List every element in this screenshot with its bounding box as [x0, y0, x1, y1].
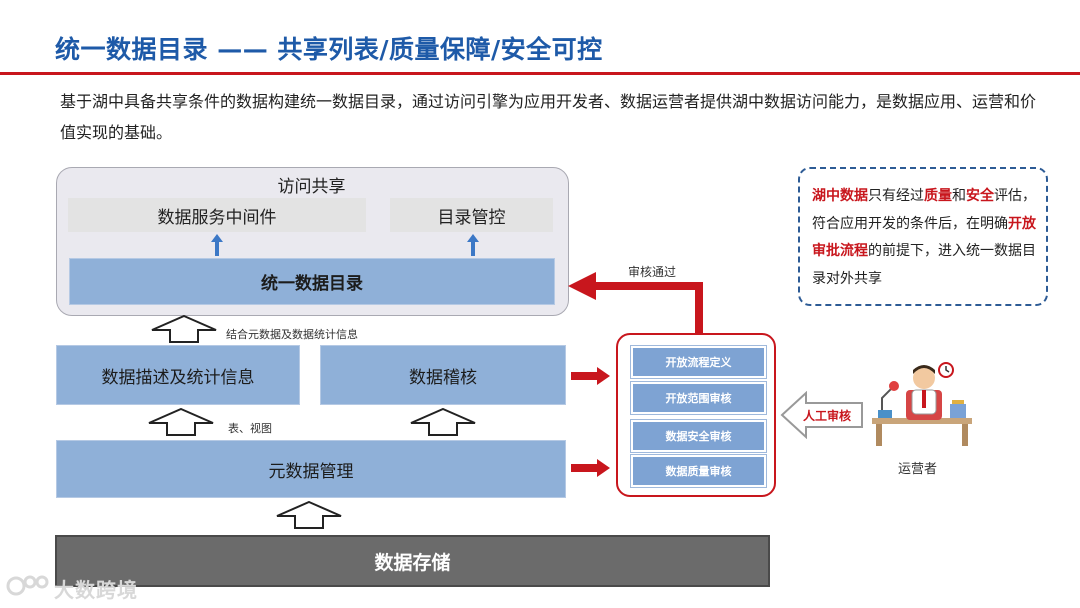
- catalog-control-box: 目录管控: [390, 198, 553, 232]
- audit-item: 开放范围审核: [630, 381, 767, 415]
- table-view-label: 表、视图: [228, 422, 272, 435]
- watermark-logo-icon: [6, 575, 49, 596]
- combine-metadata-label: 结合元数据及数据统计信息: [226, 328, 358, 341]
- access-sharing-label: 访问共享: [277, 177, 346, 197]
- note-keyword: 质量: [924, 188, 952, 204]
- metadata-management-box: 元数据管理: [56, 440, 566, 498]
- note-keyword: 安全: [966, 188, 994, 204]
- note-fragment: 和: [952, 188, 966, 204]
- audit-item: 数据安全审核: [630, 419, 767, 453]
- note-fragment: 评估，符合应用开发的条件后，在明确: [812, 188, 1036, 232]
- hollow-up-arrow-icon: [410, 408, 476, 436]
- hollow-up-arrow-icon: [151, 315, 217, 343]
- note-keyword: 湖中数据: [812, 188, 868, 204]
- data-description-box: 数据描述及统计信息: [56, 345, 300, 405]
- note-fragment: 的前提下，进入统一数据目录对外共享: [812, 243, 1036, 287]
- intro-text: 基于湖中具备共享条件的数据构建统一数据目录，通过访问引擎为应用开发者、数据运营者…: [60, 92, 1037, 142]
- hollow-up-arrow-icon: [276, 501, 342, 529]
- audit-item: 开放流程定义: [630, 345, 767, 379]
- manual-audit-arrow-icon: [780, 391, 863, 439]
- hollow-up-arrow-icon: [148, 408, 214, 436]
- note-fragment: 只有经过: [868, 188, 924, 204]
- data-audit-box: 数据稽核: [320, 345, 566, 405]
- audit-item: 数据质量审核: [630, 454, 767, 488]
- watermark-text: 大数跨境: [54, 578, 138, 602]
- title-divider: [0, 72, 1080, 75]
- operator-illustration-icon: [872, 362, 972, 446]
- data-service-middleware-box: 数据服务中间件: [68, 198, 366, 232]
- up-arrow-icon: [211, 234, 223, 256]
- up-arrow-icon: [467, 234, 479, 256]
- page-title: 统一数据目录 —— 共享列表/质量保障/安全可控: [55, 35, 603, 64]
- red-right-arrow-icon: [571, 367, 610, 385]
- note-box: [798, 167, 1048, 306]
- audit-pass-label: 审核通过: [628, 265, 677, 279]
- note-keyword: 开放审批流程: [812, 215, 1036, 260]
- red-right-arrow-icon: [571, 459, 610, 477]
- manual-audit-label: 人工审核: [803, 409, 852, 423]
- audit-pass-arrow-icon: [568, 272, 703, 333]
- data-storage-box: 数据存储: [55, 535, 770, 587]
- operator-label: 运营者: [898, 462, 938, 477]
- unified-data-catalog-box: 统一数据目录: [69, 258, 555, 305]
- note-text: 湖中数据只有经过质量和安全评估，符合应用开发的条件后，在明确开放审批流程的前提下…: [812, 183, 1038, 293]
